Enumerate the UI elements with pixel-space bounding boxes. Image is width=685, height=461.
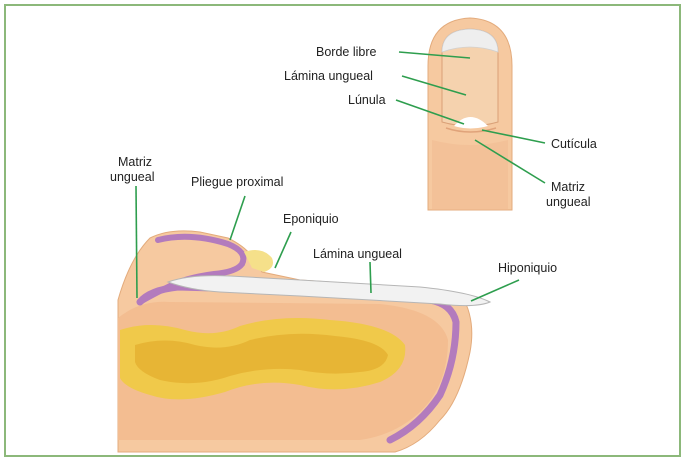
label-matriz-side-2: ungueal xyxy=(110,170,155,184)
label-hiponiquio: Hiponiquio xyxy=(498,261,557,275)
finger-dorsal-shading xyxy=(432,140,508,210)
leader-matriz-side xyxy=(136,186,137,298)
label-eponiquio: Eponiquio xyxy=(283,212,339,226)
label-matriz-side-1: Matriz xyxy=(118,155,152,169)
label-borde-libre: Borde libre xyxy=(316,45,376,59)
nail-sagittal-section xyxy=(118,231,490,452)
label-cuticula: Cutícula xyxy=(551,137,597,151)
label-lamina-ungueal-top: Lámina ungueal xyxy=(284,69,373,83)
leader-lamina-side xyxy=(370,262,371,293)
leader-eponiquio xyxy=(275,232,291,268)
leader-pliegue xyxy=(230,196,245,240)
label-matriz-top-2: ungueal xyxy=(546,195,591,209)
label-pliegue-proximal: Pliegue proximal xyxy=(191,175,283,189)
label-lunula: Lúnula xyxy=(348,93,386,107)
label-matriz-top-1: Matriz xyxy=(551,180,585,194)
label-lamina-ungueal-side: Lámina ungueal xyxy=(313,247,402,261)
finger-dorsal-view xyxy=(428,18,512,210)
leader-hiponiquio xyxy=(471,280,519,301)
